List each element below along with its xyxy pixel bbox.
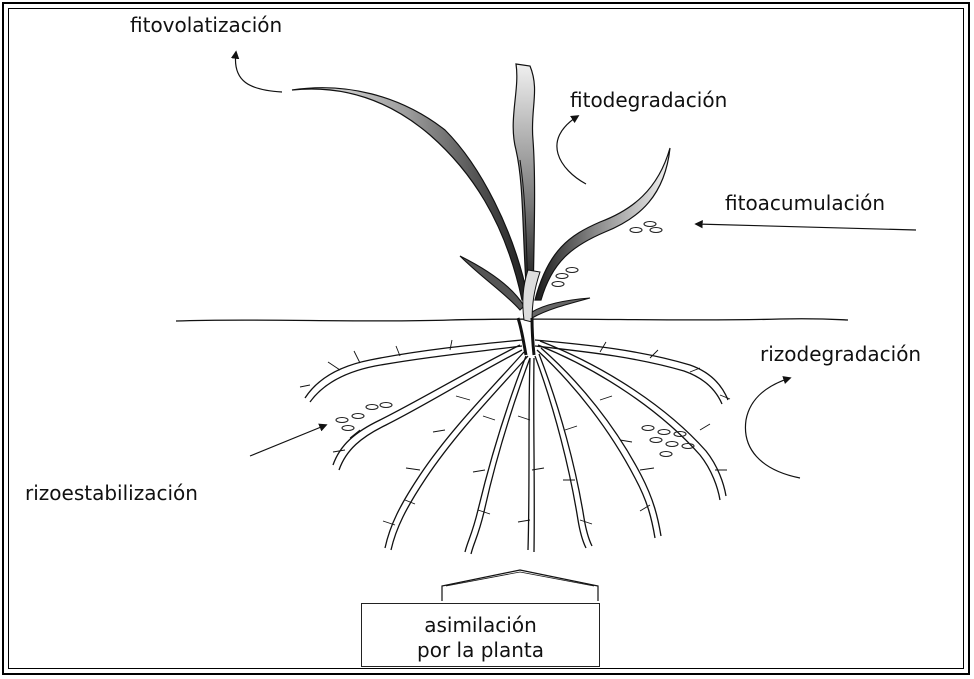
arrow-fitoacumulacion (696, 224, 916, 230)
label-rizodegradacion: rizodegradación (760, 344, 921, 364)
root-hairs (300, 340, 730, 525)
label-rizoestabilizacion: rizoestabilización (25, 483, 198, 503)
assimilation-line-2: por la planta (362, 640, 599, 660)
assimilation-line-1: asimilación (362, 615, 599, 635)
lower-right-leaf (532, 298, 590, 318)
arrow-fitodegradacion (557, 116, 586, 184)
assimilation-box: asimilación por la planta (361, 603, 600, 667)
particles-stem (552, 268, 578, 287)
left-leaf (292, 88, 528, 300)
particles-leaf (630, 222, 662, 233)
ground-line (176, 319, 848, 321)
label-fitovolatizacion: fitovolatización (130, 15, 282, 35)
arrow-rizoestabilizacion (250, 425, 326, 456)
label-fitoacumulacion: fitoacumulación (725, 193, 885, 213)
arrow-fitovolatizacion (235, 52, 282, 92)
assimilation-arrow (442, 570, 598, 601)
label-fitodegradacion: fitodegradación (570, 90, 727, 110)
right-upper-leaf (535, 148, 670, 300)
arrow-rizodegradacion (745, 378, 800, 478)
root-system (305, 340, 728, 554)
